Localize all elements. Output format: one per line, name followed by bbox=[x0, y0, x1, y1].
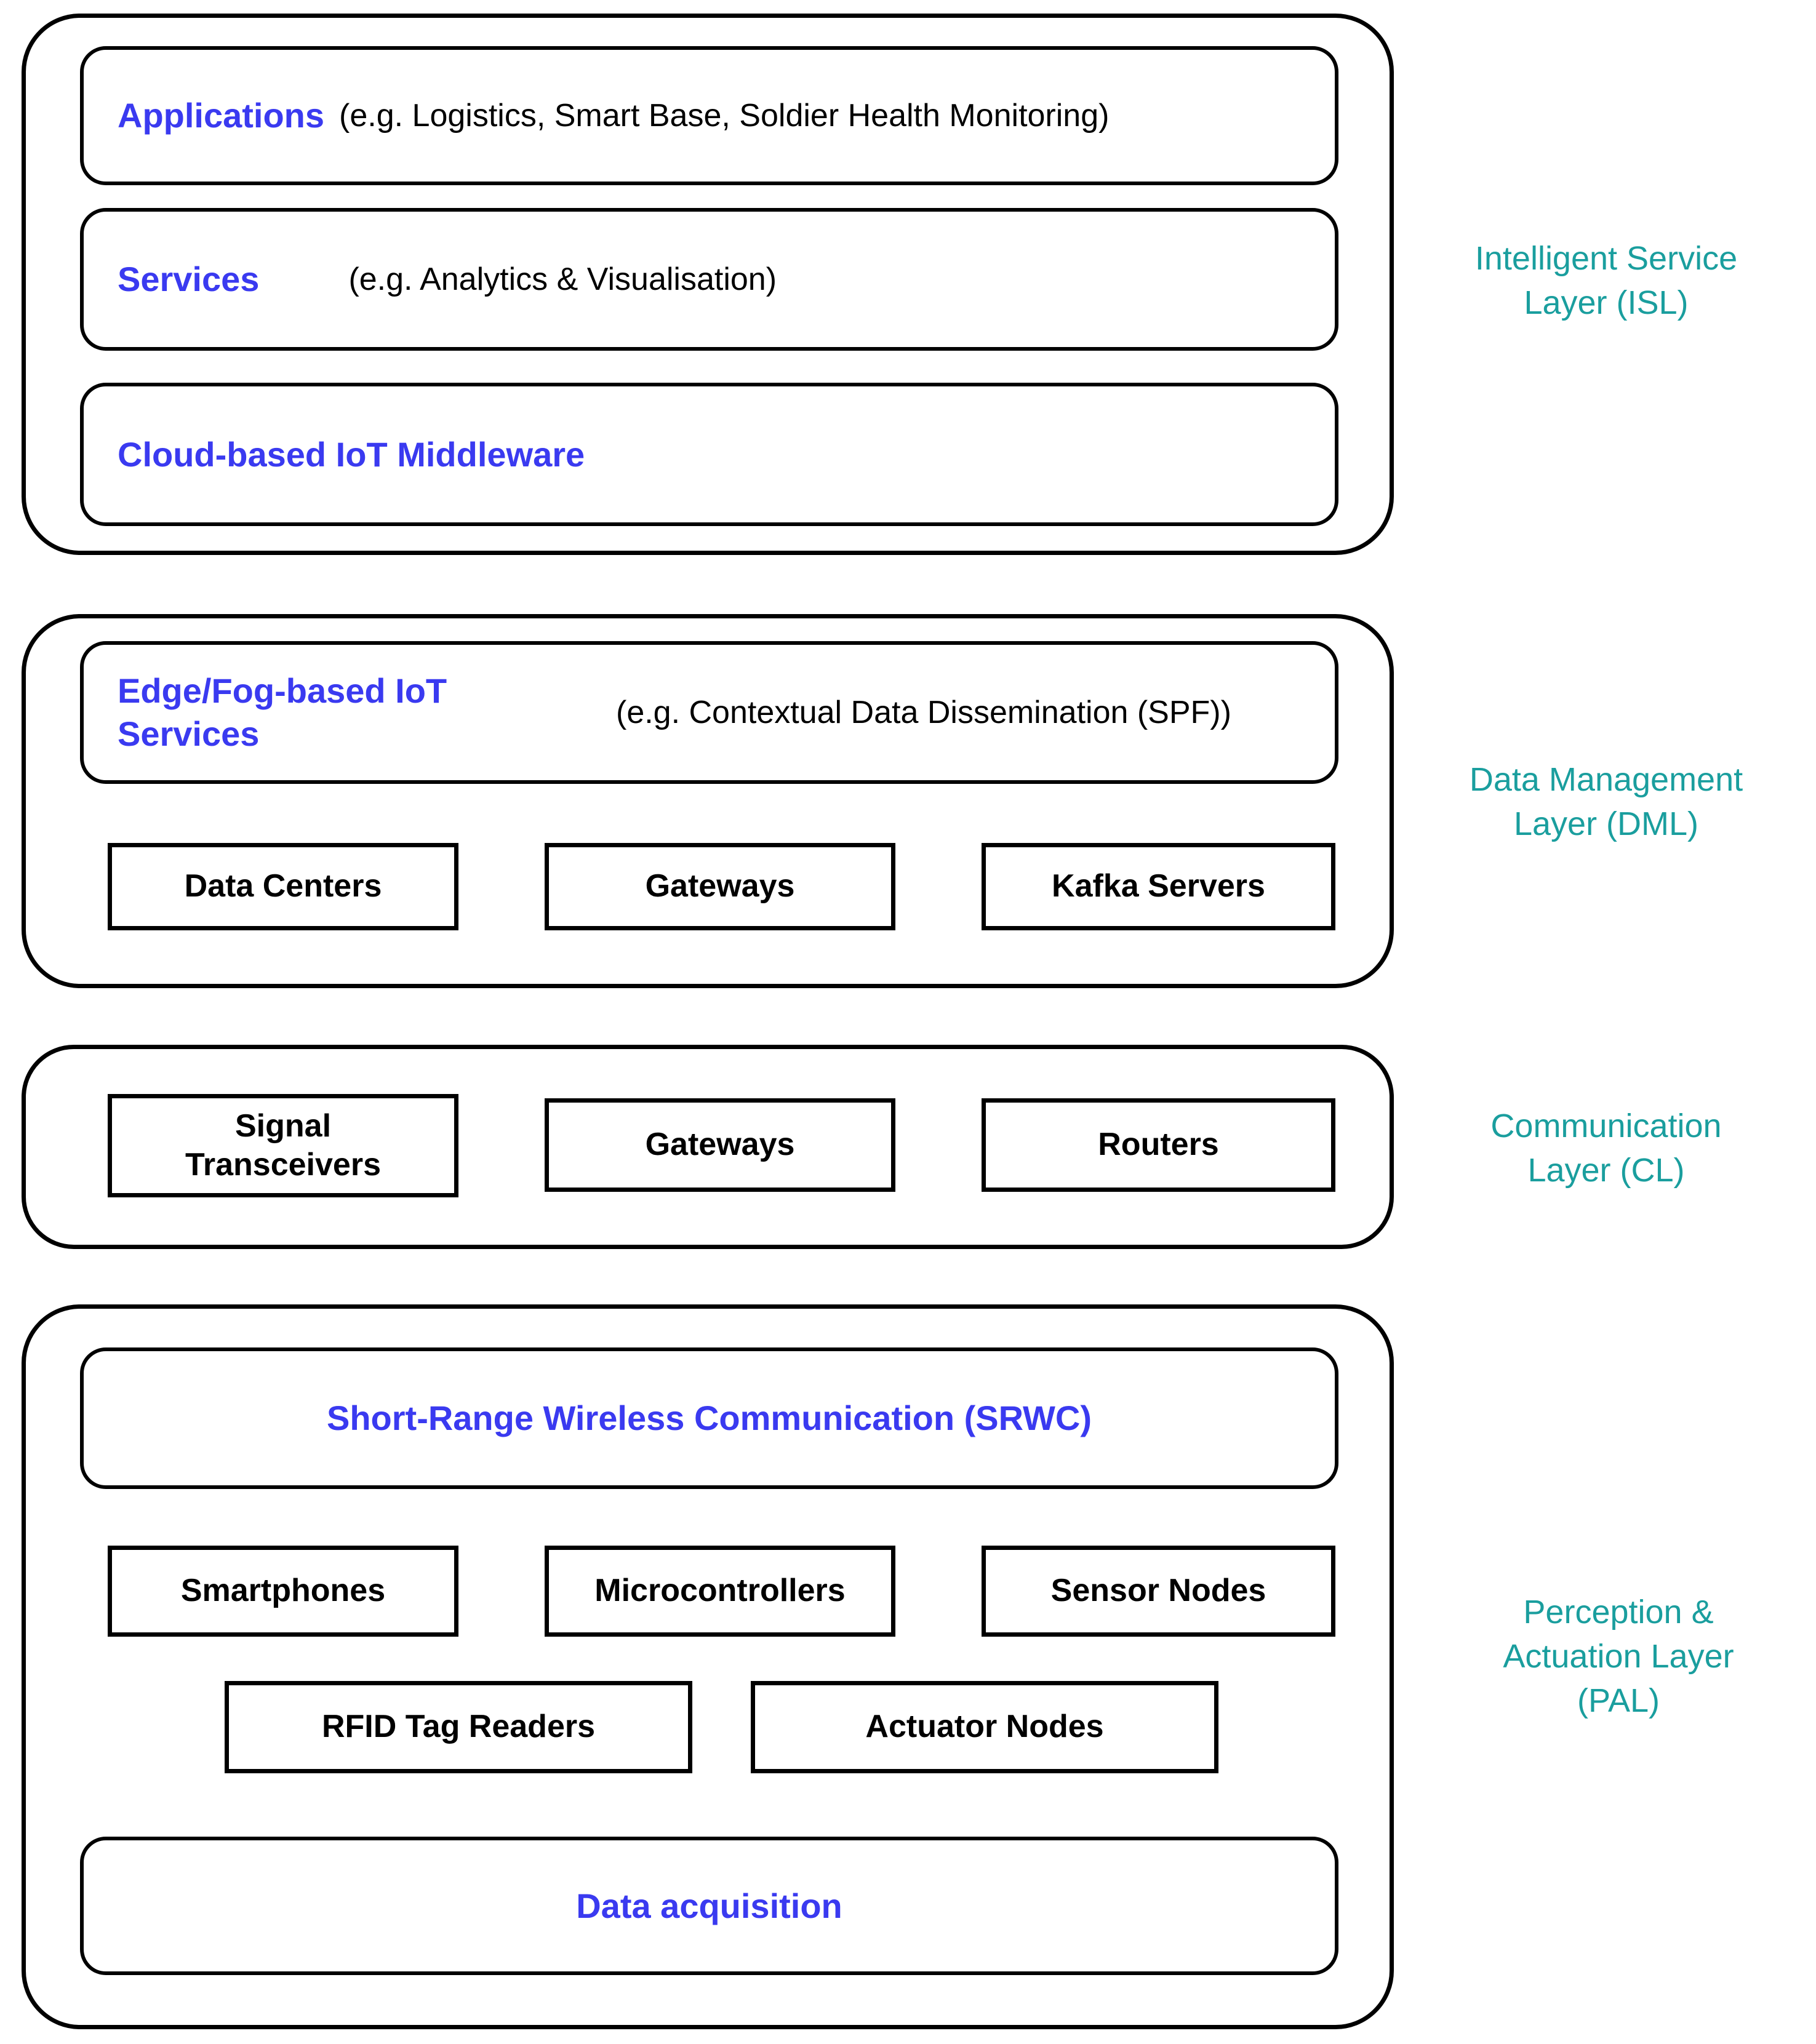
applications-box: Applications (e.g. Logistics, Smart Base… bbox=[80, 46, 1338, 185]
signal-transceivers-box: Signal Transceivers bbox=[108, 1094, 458, 1197]
routers-box: Routers bbox=[982, 1098, 1335, 1192]
srwc-box: Short-Range Wireless Communication (SRWC… bbox=[80, 1347, 1338, 1489]
cloud-middleware-title: Cloud-based IoT Middleware bbox=[118, 434, 585, 474]
smartphones-box: Smartphones bbox=[108, 1546, 458, 1637]
isl-layer-label: Intelligent Service Layer (ISL) bbox=[1474, 240, 1738, 321]
dml-gateways-box: Gateways bbox=[545, 843, 895, 930]
edgefog-services-box: Edge/Fog-based IoT Services (e.g. Contex… bbox=[80, 641, 1338, 784]
services-title: Services bbox=[118, 260, 260, 298]
data-acquisition-title: Data acquisition bbox=[576, 1886, 842, 1925]
kafka-servers-box: Kafka Servers bbox=[982, 843, 1335, 930]
rfid-tag-readers-box: RFID Tag Readers bbox=[225, 1681, 692, 1773]
applications-title: Applications bbox=[118, 96, 325, 135]
dml-layer-label: Data Management Layer (DML) bbox=[1469, 761, 1743, 842]
data-centers-box: Data Centers bbox=[108, 843, 458, 930]
srwc-title: Short-Range Wireless Communication (SRWC… bbox=[326, 1399, 1092, 1437]
microcontrollers-box: Microcontrollers bbox=[545, 1546, 895, 1637]
data-acquisition-box: Data acquisition bbox=[80, 1837, 1338, 1975]
sensor-nodes-box: Sensor Nodes bbox=[982, 1546, 1335, 1637]
pal-layer-label: Perception & Actuation Layer (PAL) bbox=[1503, 1594, 1734, 1719]
actuator-nodes-box: Actuator Nodes bbox=[751, 1681, 1218, 1773]
edgefog-services-title: Edge/Fog-based IoT Services bbox=[118, 671, 447, 753]
cl-gateways-box: Gateways bbox=[545, 1098, 895, 1192]
cl-layer-label: Communication Layer (CL) bbox=[1490, 1108, 1722, 1189]
applications-desc: (e.g. Logistics, Smart Base, Soldier Hea… bbox=[339, 98, 1110, 134]
services-box: Services (e.g. Analytics & Visualisation… bbox=[80, 208, 1338, 351]
edgefog-services-desc: (e.g. Contextual Data Dissemination (SPF… bbox=[616, 695, 1231, 730]
services-desc: (e.g. Analytics & Visualisation) bbox=[348, 261, 777, 297]
cloud-middleware-box: Cloud-based IoT Middleware bbox=[80, 383, 1338, 526]
